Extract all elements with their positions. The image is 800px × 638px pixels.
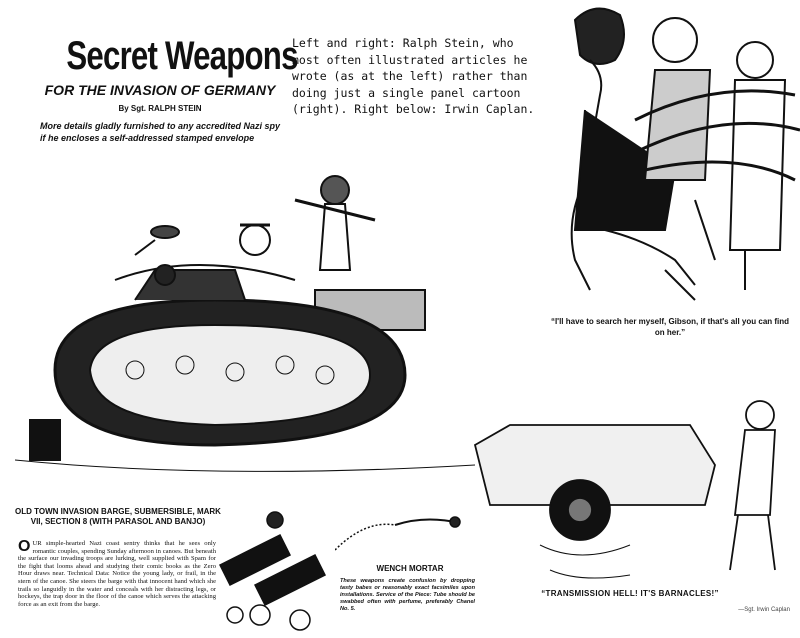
article-deck: More details gladly furnished to any acc… [40,121,281,143]
flying-wench-illustration [335,516,461,551]
cartoon-bottom-credit: —Sgt. Irwin Caplan [738,607,790,613]
cartoon-search-illustration [570,7,800,301]
barge-heading: OLD TOWN INVASION BARGE, SUBMERSIBLE, MA… [15,507,221,526]
barge-body: UR simple-hearted Nazi coast sentry thin… [18,540,216,608]
wench-body-text: These weapons create confusion by droppi… [340,578,475,612]
invasion-barge-illustration [15,175,475,472]
drop-cap: O [18,538,31,555]
article-title: Secret Weapons [66,34,298,78]
wench-heading: WENCH MORTAR [376,564,444,573]
cartoon-barnacles-illustration [473,400,776,579]
wench-mortar-illustration [218,511,327,631]
editor-note: Left and right: Ralph Stein, who most of… [292,36,535,116]
byline: By Sgt. RALPH STEIN [118,104,202,113]
cartoon-right-caption: “I'll have to search her myself, Gibson,… [550,317,790,337]
article-subtitle: FOR THE INVASION OF GERMANY [44,82,276,98]
cartoon-bottom-caption: “TRANSMISSION HELL! IT'S BARNACLES!” [541,589,719,598]
